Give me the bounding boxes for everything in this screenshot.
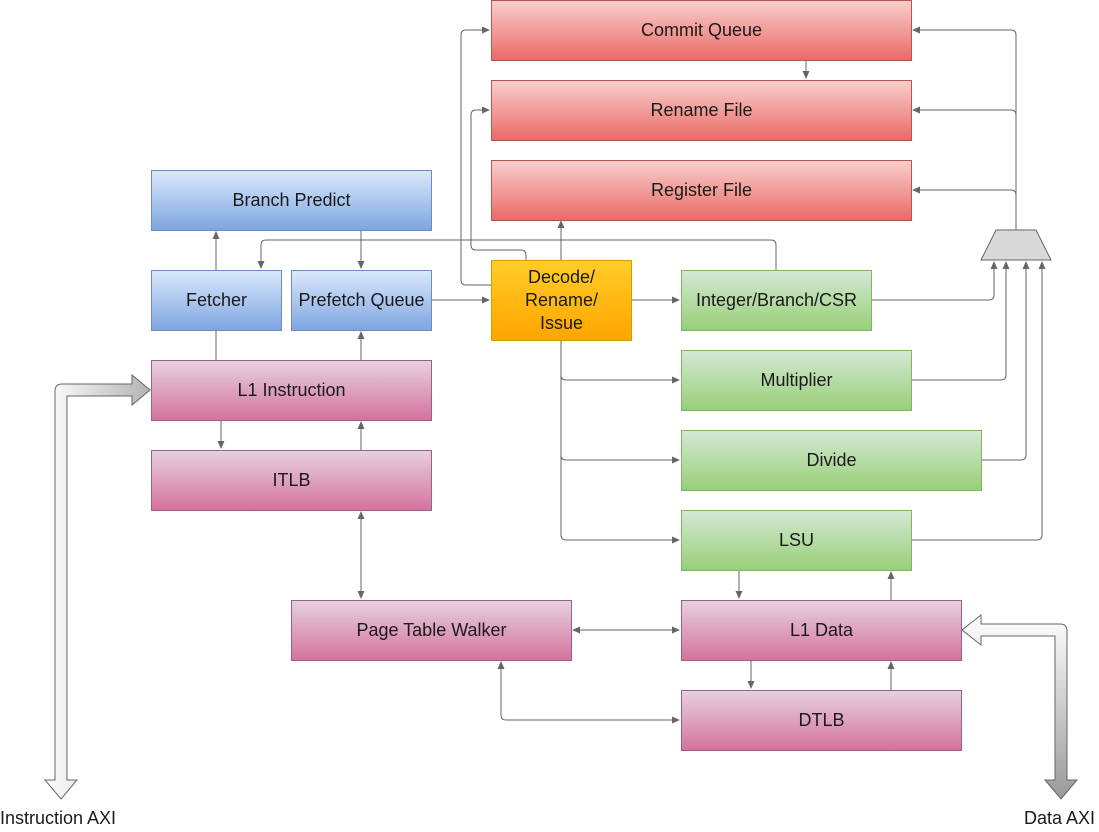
integer-branch-csr-block: Integer/Branch/CSR — [681, 270, 872, 331]
multiplier-label: Multiplier — [760, 370, 833, 390]
decode-rename-issue-label: Decode/ Rename/ Issue — [524, 267, 599, 333]
dtlb-label: DTLB — [798, 710, 845, 730]
fetcher-label: Fetcher — [185, 290, 248, 310]
data-axi-arrow — [961, 613, 1079, 800]
register-file-label: Register File — [650, 180, 753, 200]
prefetch-queue-label: Prefetch Queue — [298, 290, 425, 310]
wire-redirect-to-fetcher — [257, 239, 777, 270]
lsu-label: LSU — [778, 530, 814, 550]
itlb-block: ITLB — [151, 450, 432, 511]
multiplier-block: Multiplier — [681, 350, 912, 411]
data-axi-label: Data AXI — [1024, 808, 1096, 828]
writeback-mux — [980, 229, 1052, 261]
l1-data-block: L1 Data — [681, 600, 962, 661]
wire-ptw-dtlb — [497, 661, 680, 724]
branch-predict-block: Branch Predict — [151, 170, 432, 231]
wire-mux-to-commit — [912, 26, 1017, 230]
l1-data-label: L1 Data — [789, 620, 854, 640]
commit-queue-label: Commit Queue — [640, 20, 763, 40]
commit-queue-block: Commit Queue — [491, 0, 912, 61]
rename-file-block: Rename File — [491, 80, 912, 141]
wire-mul-to-mux — [911, 261, 1010, 381]
wire-int-to-mux — [871, 261, 998, 301]
register-file-block: Register File — [491, 160, 912, 221]
wire-div-to-mux — [981, 261, 1030, 461]
page-table-walker-label: Page Table Walker — [356, 620, 507, 640]
fetcher-block: Fetcher — [151, 270, 282, 331]
divide-label: Divide — [806, 450, 857, 470]
integer-branch-csr-label: Integer/Branch/CSR — [695, 290, 858, 310]
decode-rename-issue-block: Decode/ Rename/ Issue — [491, 260, 632, 341]
wire-mux-to-rename — [912, 106, 1017, 230]
wire-mux-to-regfile — [912, 186, 1017, 230]
wire-decode-to-mul — [560, 340, 680, 384]
l1-instruction-block: L1 Instruction — [151, 360, 432, 421]
prefetch-queue-block: Prefetch Queue — [291, 270, 432, 331]
branch-predict-label: Branch Predict — [232, 190, 351, 210]
wire-lsu-to-mux — [911, 261, 1046, 541]
wire-decode-to-div — [560, 340, 680, 464]
dtlb-block: DTLB — [681, 690, 962, 751]
l1-instruction-label: L1 Instruction — [237, 380, 346, 400]
lsu-block: LSU — [681, 510, 912, 571]
instruction-axi-arrow — [43, 373, 151, 800]
rename-file-label: Rename File — [650, 100, 753, 120]
page-table-walker-block: Page Table Walker — [291, 600, 572, 661]
wire-decode-to-rename — [470, 106, 527, 260]
divide-block: Divide — [681, 430, 982, 491]
wire-decode-to-lsu — [560, 340, 680, 544]
instruction-axi-label: Instruction AXI — [0, 808, 117, 828]
wire-decode-to-commit — [460, 26, 491, 286]
itlb-label: ITLB — [272, 470, 311, 490]
